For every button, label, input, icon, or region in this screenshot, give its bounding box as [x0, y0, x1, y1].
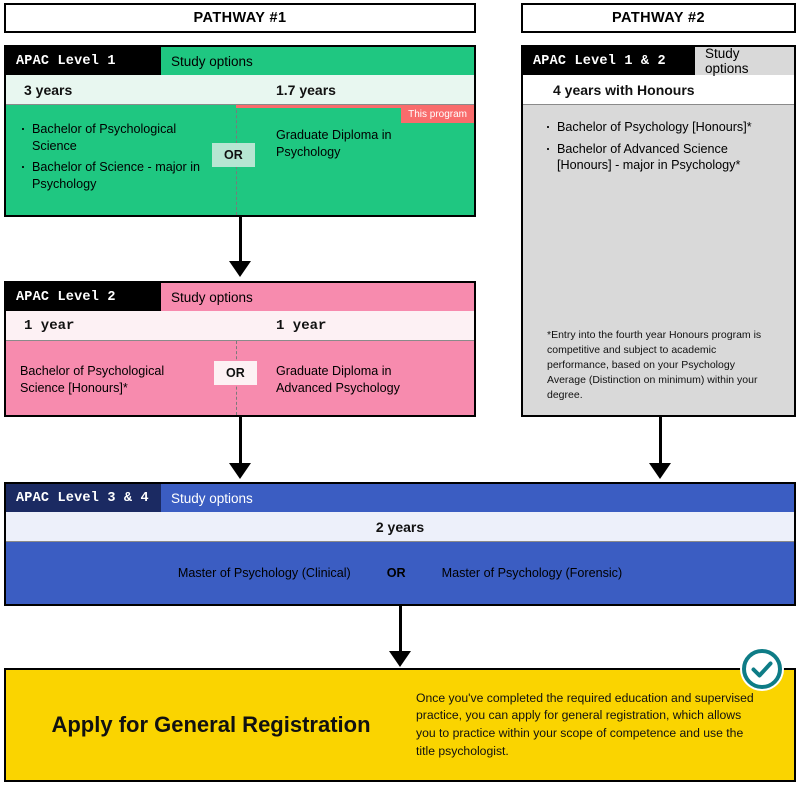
pathway-1-title: PATHWAY #1 [4, 3, 476, 33]
level-1-body: This program Bachelor of Psychological S… [6, 105, 474, 215]
arrow-head-l2-l34 [229, 463, 251, 479]
check-badge [740, 647, 784, 691]
pathway-2-level-label: APAC Level 1 & 2 [523, 47, 695, 75]
pathway-2-body: Bachelor of Psychology [Honours]* Bachel… [523, 105, 794, 191]
arrow-stem-l2-l34 [239, 417, 242, 464]
level-2-duration-row: 1 year 1 year [6, 311, 474, 341]
level-2-right-option: Graduate Diploma in Advanced Psychology [276, 364, 400, 395]
check-circle-icon [742, 649, 782, 689]
level-2-left-option: Bachelor of Psychological Science [Honou… [20, 364, 165, 395]
level-1-left-duration: 3 years [24, 81, 73, 98]
level-2-right-duration: 1 year [276, 317, 327, 334]
level-34-option-right: Master of Psychology (Forensic) [441, 566, 623, 580]
pathway-1-title-text: PATHWAY #1 [193, 10, 287, 26]
list-item: Bachelor of Science - major in Psycholog… [20, 157, 222, 192]
pathway-2-card: APAC Level 1 & 2 Study options 4 years w… [521, 45, 796, 417]
level-2-label: APAC Level 2 [6, 283, 161, 311]
arrow-stem-l1-l2 [239, 217, 242, 263]
registration-title: Apply for General Registration [51, 712, 371, 737]
level-34-header: APAC Level 3 & 4 Study options [6, 484, 794, 512]
level-1-left-cell: Bachelor of Psychological Science Bachel… [6, 105, 236, 215]
list-item: Bachelor of Psychological Science [20, 119, 222, 154]
level-2-or-chip: OR [214, 361, 257, 385]
arrow-head-p2-l34 [649, 463, 671, 479]
level-34-option-left: Master of Psychology (Clinical) [177, 566, 351, 580]
arrow-head-l1-l2 [229, 261, 251, 277]
level-1-or-chip: OR [212, 143, 255, 167]
list-item: Bachelor of Advanced Science [Honours] -… [545, 139, 784, 174]
pathway-2-duration-row: 4 years with Honours [523, 75, 794, 105]
pathway-2-title-text: PATHWAY #2 [612, 10, 705, 26]
level-1-right-cell: Graduate Diploma in Psychology [236, 105, 474, 215]
level-1-header: APAC Level 1 Study options [6, 47, 474, 75]
level-1-left-options: Bachelor of Psychological Science Bachel… [20, 119, 222, 192]
level-2-header: APAC Level 2 Study options [6, 283, 474, 311]
pathway-2-duration: 4 years with Honours [553, 81, 695, 98]
level-34-body: Master of Psychology (Clinical) OR Maste… [6, 542, 794, 604]
level-34-duration-row: 2 years [6, 512, 794, 542]
this-program-stripe [236, 105, 474, 108]
arrow-stem-l34-reg [399, 606, 402, 652]
level-1-right-duration: 1.7 years [276, 81, 336, 98]
apac-level-1-card: APAC Level 1 Study options 3 years 1.7 y… [4, 45, 476, 217]
list-item: Bachelor of Psychology [Honours]* [545, 117, 784, 136]
pathway-2-header: APAC Level 1 & 2 Study options [523, 47, 794, 76]
pathway-2-options: Bachelor of Psychology [Honours]* Bachel… [545, 117, 784, 174]
level-34-duration: 2 years [375, 518, 425, 535]
pathway-2-title: PATHWAY #2 [521, 3, 796, 33]
arrow-stem-p2-l34 [659, 417, 662, 464]
level-34-label: APAC Level 3 & 4 [6, 484, 161, 512]
apac-level-2-card: APAC Level 2 Study options 1 year 1 year… [4, 281, 476, 417]
level-1-study-options-label: Study options [161, 47, 474, 75]
level-2-left-cell: Bachelor of Psychological Science [Honou… [6, 341, 236, 415]
level-2-study-options-label: Study options [161, 283, 474, 311]
level-2-right-cell: Graduate Diploma in Advanced Psychology [236, 341, 474, 415]
level-1-right-option: Graduate Diploma in Psychology [276, 128, 392, 159]
apac-level-34-card: APAC Level 3 & 4 Study options 2 years M… [4, 482, 796, 606]
pathway-2-footnote: *Entry into the fourth year Honours prog… [547, 329, 762, 401]
level-34-study-options-label: Study options [161, 484, 794, 512]
level-2-body: Bachelor of Psychological Science [Honou… [6, 341, 474, 415]
arrow-head-l34-reg [389, 651, 411, 667]
pathway-2-study-options-label: Study options [695, 47, 794, 76]
level-34-or-label: OR [386, 566, 406, 580]
level-1-label: APAC Level 1 [6, 47, 161, 75]
registration-banner: Apply for General Registration Once you'… [4, 668, 796, 782]
this-program-flag: This program [401, 107, 474, 123]
registration-text: Once you've completed the required educa… [416, 690, 754, 758]
level-2-left-duration: 1 year [24, 317, 75, 334]
level-1-duration-row: 3 years 1.7 years [6, 75, 474, 105]
